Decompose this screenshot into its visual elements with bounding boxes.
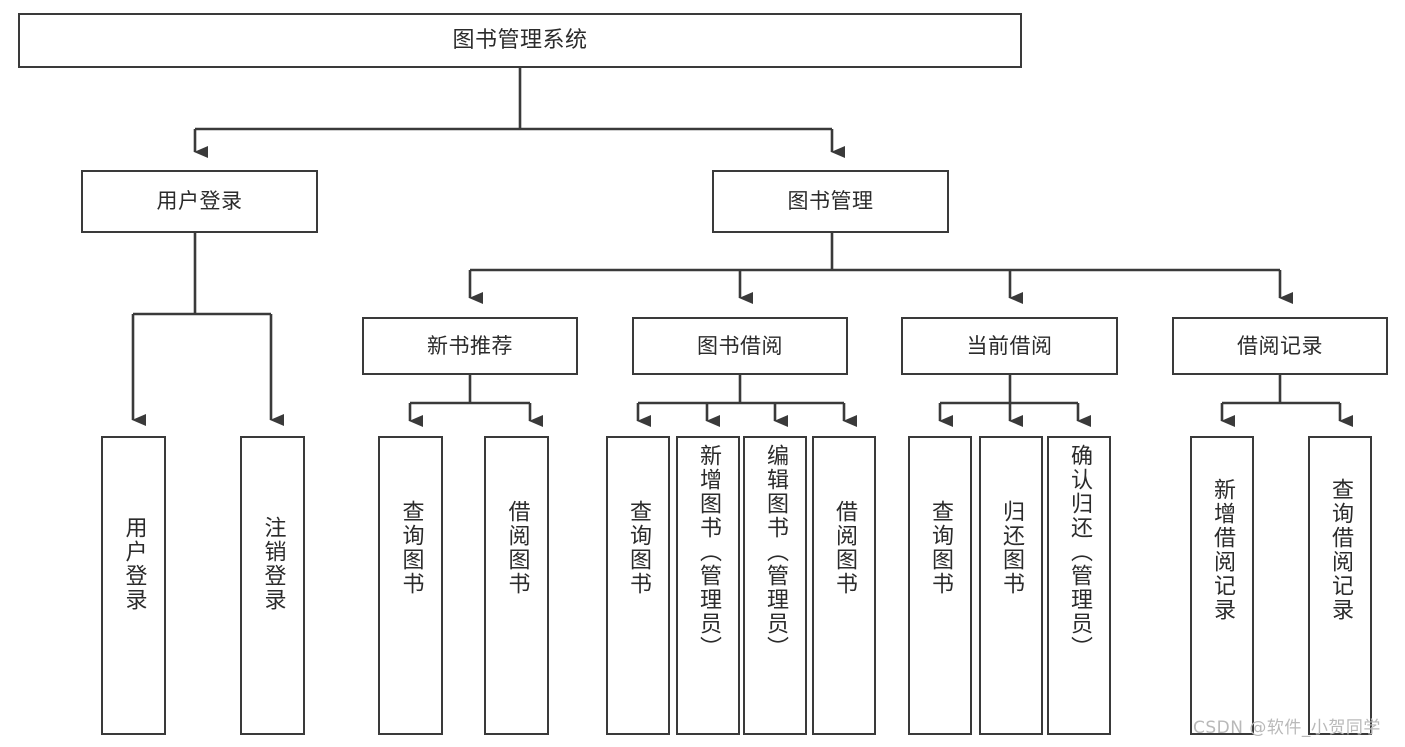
node-borrowing-record[interactable]: 借阅记录 [1172,317,1388,375]
leaf-query-book-nb[interactable]: 查询图书 [378,436,443,735]
leaf-return-book[interactable]: 归还图书 [979,436,1043,735]
node-book-borrowing[interactable]: 图书借阅 [632,317,848,375]
node-label: 当前借阅 [966,333,1053,358]
leaf-query-book-cb[interactable]: 查询图书 [908,436,972,735]
node-label: 用户登录 [121,516,147,612]
node-label: 查询图书 [928,500,953,596]
node-label: 图书借阅 [697,333,783,358]
node-current-borrowing[interactable]: 当前借阅 [901,317,1118,375]
node-root-book-management-system[interactable]: 图书管理系统 [18,13,1022,68]
node-label: 查询图书 [398,500,424,596]
node-book-management[interactable]: 图书管理 [712,170,949,233]
node-label: 图书管理系统 [452,27,588,53]
node-label: 确认归还（管理员） [1067,444,1092,660]
leaf-user-login[interactable]: 用户登录 [101,436,166,735]
leaf-add-book-admin[interactable]: 新增图书（管理员） [676,436,740,735]
node-label: 用户登录 [156,189,243,214]
leaf-add-borrow-record[interactable]: 新增借阅记录 [1190,436,1254,735]
node-label: 借阅图书 [832,500,857,596]
node-label: 新书推荐 [427,333,513,358]
node-label: 新增借阅记录 [1210,478,1235,622]
node-label: 图书管理 [787,189,874,214]
node-label: 借阅图书 [504,500,530,596]
node-label: 注销登录 [260,516,286,612]
node-label: 借阅记录 [1237,333,1323,358]
leaf-query-book-bb[interactable]: 查询图书 [606,436,670,735]
node-label: 编辑图书（管理员） [763,444,788,660]
leaf-confirm-return-admin[interactable]: 确认归还（管理员） [1047,436,1111,735]
node-label: 查询图书 [626,500,651,596]
node-user-login[interactable]: 用户登录 [81,170,318,233]
node-label: 归还图书 [999,500,1024,596]
node-label: 新增图书（管理员） [696,444,721,660]
node-new-book-recommendation[interactable]: 新书推荐 [362,317,578,375]
csdn-watermark: CSDN @软件_小贺同学 [1193,718,1381,738]
leaf-logout[interactable]: 注销登录 [240,436,305,735]
leaf-borrow-book-nb[interactable]: 借阅图书 [484,436,549,735]
leaf-borrow-book-bb[interactable]: 借阅图书 [812,436,876,735]
node-label: 查询借阅记录 [1328,478,1353,622]
leaf-query-borrow-record[interactable]: 查询借阅记录 [1308,436,1372,735]
leaf-edit-book-admin[interactable]: 编辑图书（管理员） [743,436,807,735]
